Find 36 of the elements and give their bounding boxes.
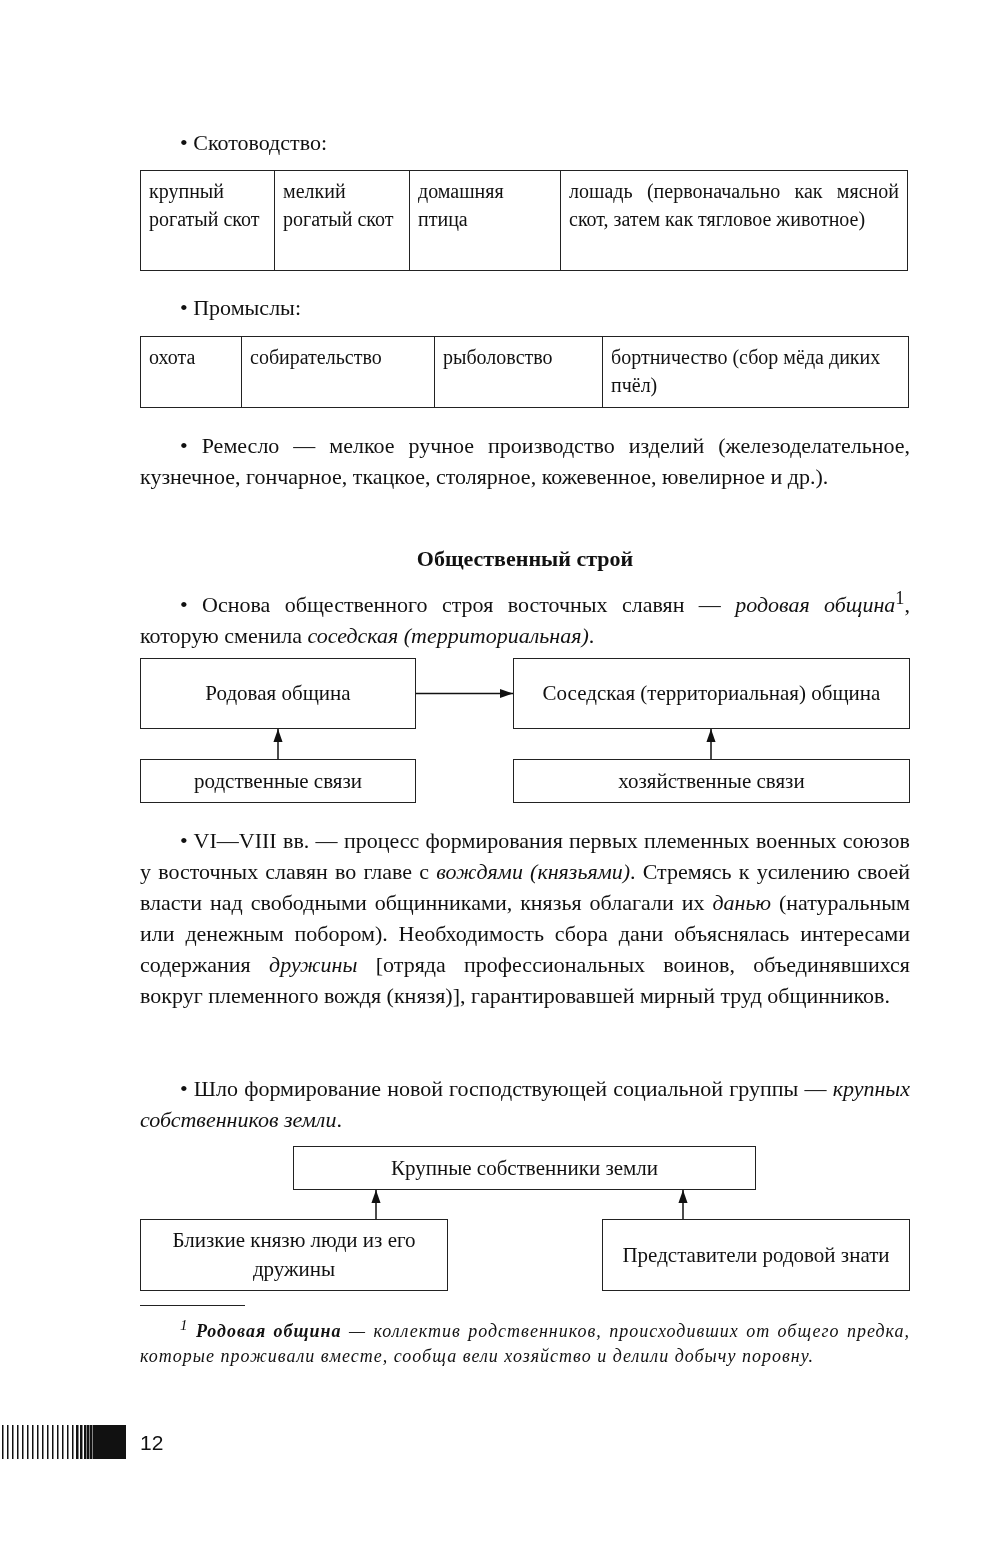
footnote: $^{1}$ Родовая община — коллектив родственников, происходивших от общего предка, которые проживали вместе, сообща вели хозяйство и делили добычу поровну.: [140, 1316, 910, 1368]
arrow: [678, 1189, 688, 1220]
table-cell: мелкий рогатый скот: [274, 170, 410, 271]
table-cell: охота: [140, 336, 242, 408]
arrow: [415, 688, 514, 699]
text-box: [513, 759, 910, 803]
box-label: Соседская (территориальная) община: [542, 680, 881, 707]
text-box: [140, 658, 416, 729]
arrow: [706, 728, 716, 760]
text-box: [513, 658, 910, 729]
arrow: [273, 728, 283, 760]
arrow: [371, 1189, 381, 1220]
paragraph: • Шло формирование новой господствующей социальной группы — крупных собственников земли.: [140, 1075, 910, 1134]
text-box: [293, 1146, 756, 1190]
paragraph: • Основа общественного строя восточных славян — родовая община$^{1}$, которую сменила соседская (территориальная).: [140, 587, 910, 651]
box-label: Близкие князю люди из его дружины: [171, 1227, 417, 1283]
paragraph: • VI—VIII вв. — процесс формирования первых племенных военных союзов у восточных славян во главе с вождями (князьями). Стремясь к усилению своей власти над свободными общинниками, князья облагали их данью (натуральным или денежным побором). Необходимость сбора дани объяснялась интересами содержания дружины [отряда профессиональных воинов, объединявшихся вокруг племенного вождя (князя)], гарантировавшей мирный труд общинников.: [140, 827, 910, 1010]
box-label: Представители родовой знати: [622, 1241, 890, 1269]
bullet-heading: • Промыслы:: [180, 294, 302, 322]
table-cell: домашняя птица: [409, 170, 561, 271]
section-heading: Общественный строй: [415, 545, 635, 573]
text-box: [140, 759, 416, 803]
box-label: Крупные собственники земли: [390, 1154, 658, 1182]
table-cell: крупный рогатый скот: [140, 170, 275, 271]
bullet-heading: • Скотоводство:: [180, 129, 328, 157]
table-cell: рыболовство: [434, 336, 603, 408]
box-label: хозяйственные связи: [618, 767, 805, 795]
table-cell: лошадь (первоначально как мясной скот, затем как тягловое животное): [560, 170, 908, 271]
text-box: [140, 1219, 448, 1291]
text-box: [602, 1219, 910, 1291]
paragraph: • Ремесло — мелкое ручное производство изделий (железоделательное, кузнечное, гончарное, ткацкое, столярное, кожевенное, ювелирное и др.).: [140, 432, 910, 491]
table-cell: собирательство: [241, 336, 435, 408]
page-number: 12: [140, 1430, 165, 1456]
box-label: Родовая община: [205, 680, 351, 707]
box-label: родственные связи: [194, 767, 362, 795]
table-cell: бортничество (сбор мёда диких пчёл): [602, 336, 909, 408]
